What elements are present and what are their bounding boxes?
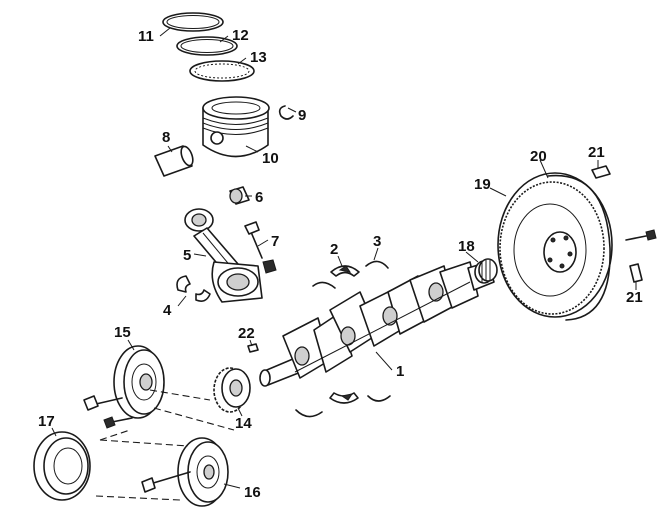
callout-7: 7 xyxy=(271,233,279,250)
callout-10: 10 xyxy=(262,150,279,167)
callout-labels: 1 2 3 4 5 6 7 8 9 10 11 12 13 14 15 16 1… xyxy=(38,27,643,501)
lower-main-bearing-shells xyxy=(295,392,391,418)
small-end-bush-6 xyxy=(229,186,250,205)
callout-22: 22 xyxy=(238,325,255,342)
callout-4: 4 xyxy=(163,302,172,319)
piston-ring-12 xyxy=(176,36,238,56)
callout-21a: 21 xyxy=(588,144,605,161)
dowel-21b xyxy=(629,263,643,283)
circlip-9 xyxy=(278,105,294,120)
callout-16: 16 xyxy=(244,484,261,501)
big-end-shells-4 xyxy=(176,275,211,302)
assembly-lines xyxy=(95,389,235,501)
callout-1: 1 xyxy=(396,363,404,380)
crank-sprocket-14 xyxy=(213,367,251,413)
piston-pin-8 xyxy=(154,145,194,177)
callout-18: 18 xyxy=(458,238,475,255)
crankshaft-1 xyxy=(259,261,495,387)
leader-lines xyxy=(51,27,637,489)
callout-2: 2 xyxy=(330,241,338,258)
spigot-bearing-18 xyxy=(474,258,498,284)
main-bearing-shells-3 xyxy=(312,260,389,289)
dowel-21a xyxy=(591,165,611,179)
callout-5: 5 xyxy=(183,247,191,264)
oil-ring-13 xyxy=(189,60,255,82)
callout-15: 15 xyxy=(114,324,131,341)
callout-17: 17 xyxy=(38,413,55,430)
front-seal-17 xyxy=(33,431,91,501)
callout-3: 3 xyxy=(373,233,381,250)
callout-19: 19 xyxy=(474,176,491,193)
callout-13: 13 xyxy=(250,49,267,66)
callout-20: 20 xyxy=(530,148,547,165)
callout-21b: 21 xyxy=(626,289,643,306)
main-bearing-shells-2 xyxy=(330,265,360,277)
callout-14: 14 xyxy=(235,415,252,432)
piston-ring-11 xyxy=(162,12,224,32)
ring-gear-20 xyxy=(547,174,611,321)
flywheel-bolt xyxy=(625,229,657,241)
callout-6: 6 xyxy=(255,189,263,206)
piston-10 xyxy=(202,96,270,158)
callout-11: 11 xyxy=(138,28,154,45)
connecting-rod-5 xyxy=(184,208,263,303)
pulley-bolts xyxy=(83,395,133,429)
vibration-damper-16 xyxy=(141,437,229,507)
flywheel-19 xyxy=(497,172,613,318)
woodruff-key-22 xyxy=(247,343,259,353)
callout-9: 9 xyxy=(298,107,306,124)
callout-8: 8 xyxy=(162,129,170,146)
callout-12: 12 xyxy=(232,27,249,44)
rod-bolt-7 xyxy=(244,221,277,274)
crank-pulley-15 xyxy=(113,345,165,419)
